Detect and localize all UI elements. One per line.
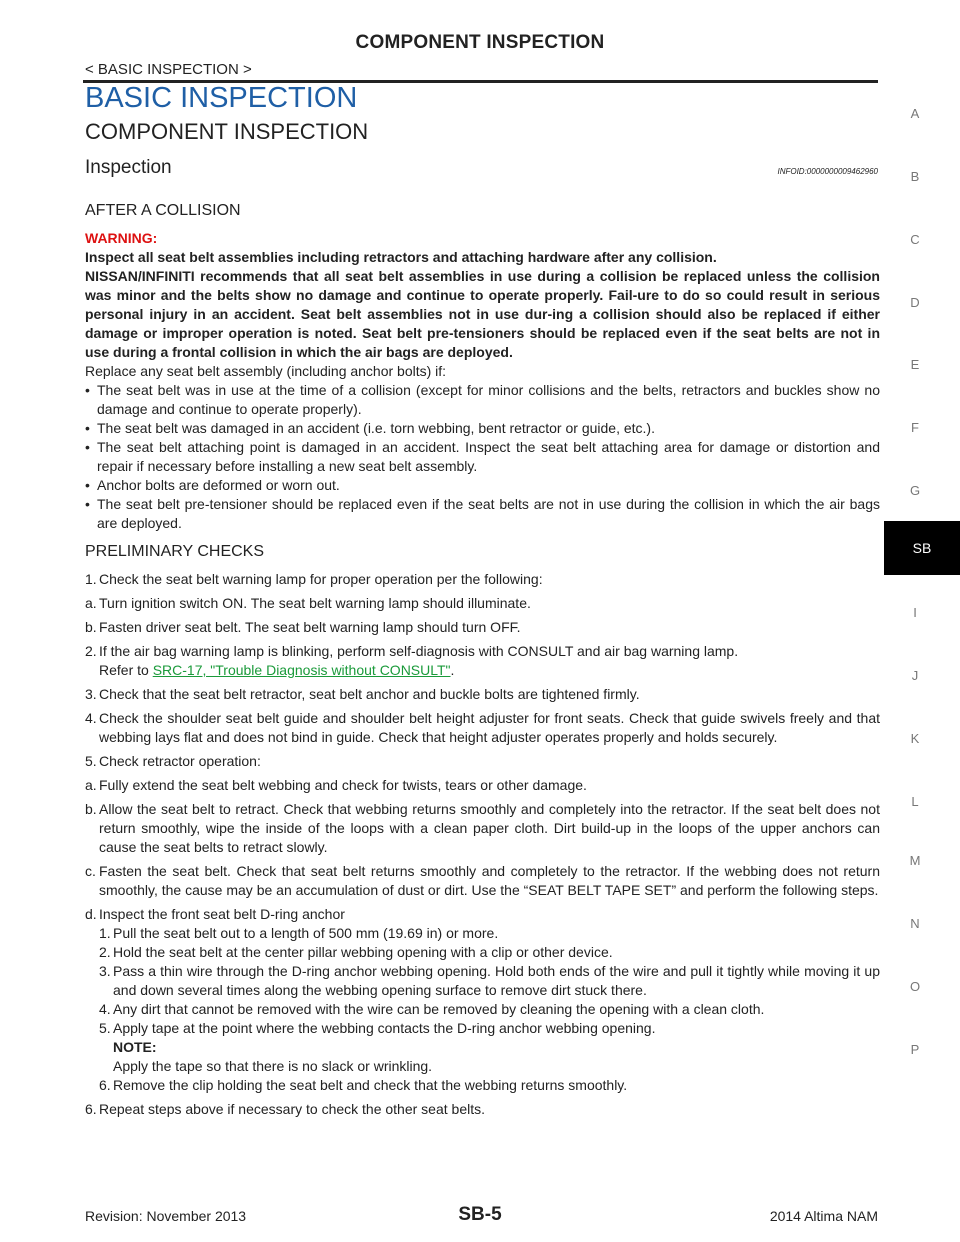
- index-letter-g[interactable]: G: [909, 483, 921, 498]
- step-6: 6.Repeat steps above if necessary to che…: [85, 1101, 485, 1117]
- substep-2: 2.Hold the seat belt at the center pilla…: [99, 944, 613, 960]
- index-tab-sb[interactable]: SB: [884, 521, 960, 575]
- step-5d: d.Inspect the front seat belt D-ring anc…: [85, 906, 345, 922]
- bullet-item: The seat belt was damaged in an accident…: [85, 419, 880, 438]
- preliminary-checks-body: 1.Check the seat belt warning lamp for p…: [85, 570, 880, 1119]
- note-label: NOTE:: [113, 1039, 157, 1055]
- d-ring-substeps: 1.Pull the seat belt out to a length of …: [85, 924, 880, 1095]
- warning-paragraph: NISSAN/INFINITI recommends that all seat…: [85, 268, 880, 360]
- preliminary-checks-heading: PRELIMINARY CHECKS: [85, 543, 265, 560]
- page-header-title: COMPONENT INSPECTION: [355, 32, 605, 53]
- index-letter-p[interactable]: P: [910, 1042, 920, 1057]
- replace-intro: Replace any seat belt assembly (includin…: [85, 363, 447, 379]
- substep-1: 1.Pull the seat belt out to a length of …: [99, 925, 499, 941]
- section-title: BASIC INSPECTION: [85, 82, 358, 114]
- warning-line: Inspect all seat belt assemblies includi…: [85, 249, 717, 265]
- step-4: 4.Check the shoulder seat belt guide and…: [85, 710, 880, 745]
- after-collision-body: WARNING: Inspect all seat belt assemblie…: [85, 229, 880, 533]
- substep-6: 6.Remove the clip holding the seat belt …: [99, 1077, 628, 1093]
- index-letter-m[interactable]: M: [909, 853, 921, 868]
- substep-4: 4.Any dirt that cannot be removed with t…: [99, 1001, 765, 1017]
- step-1a: a.Turn ignition switch ON. The seat belt…: [85, 595, 531, 611]
- topic-title: Inspection: [85, 157, 172, 178]
- index-letter-c[interactable]: C: [910, 232, 920, 247]
- substep-5: 5.Apply tape at the point where the webb…: [99, 1020, 656, 1074]
- index-letter-a[interactable]: A: [910, 106, 920, 121]
- index-letter-d[interactable]: D: [910, 295, 920, 310]
- index-letter-e[interactable]: E: [910, 357, 920, 372]
- page-number: SB-5: [458, 1204, 502, 1225]
- after-collision-heading: AFTER A COLLISION: [85, 202, 241, 219]
- src-17-link[interactable]: SRC-17, "Trouble Diagnosis without CONSU…: [152, 662, 451, 678]
- subsection-title: COMPONENT INSPECTION: [85, 119, 369, 144]
- substep-3: 3.Pass a thin wire through the D-ring an…: [99, 963, 880, 998]
- index-letter-i[interactable]: I: [913, 605, 917, 620]
- header-rule: [83, 80, 878, 83]
- index-letter-o[interactable]: O: [909, 979, 921, 994]
- index-letter-k[interactable]: K: [910, 731, 920, 746]
- step-3: 3.Check that the seat belt retractor, se…: [85, 686, 640, 702]
- warning-label: WARNING:: [85, 230, 158, 246]
- footer-model: 2014 Altima NAM: [769, 1208, 878, 1224]
- bullet-item: Anchor bolts are deformed or worn out.: [85, 476, 880, 495]
- bullet-item: The seat belt was in use at the time of …: [85, 381, 880, 419]
- step-5c: c.Fasten the seat belt. Check that seat …: [85, 863, 880, 898]
- step-5a: a.Fully extend the seat belt webbing and…: [85, 777, 587, 793]
- index-letter-n[interactable]: N: [910, 916, 920, 931]
- step-5: 5.Check retractor operation:: [85, 753, 261, 769]
- info-id: INFOID:0000000009462960: [777, 167, 878, 176]
- step-5b: b.Allow the seat belt to retract. Check …: [85, 801, 880, 855]
- index-letter-l[interactable]: L: [911, 794, 919, 809]
- index-letter-f[interactable]: F: [911, 420, 919, 435]
- bullet-item: The seat belt attaching point is damaged…: [85, 438, 880, 476]
- step-1b: b.Fasten driver seat belt. The seat belt…: [85, 619, 521, 635]
- step-2: 2.If the air bag warning lamp is blinkin…: [85, 643, 739, 678]
- bullet-item: The seat belt pre-tensioner should be re…: [85, 495, 880, 533]
- index-letter-j[interactable]: J: [911, 668, 919, 683]
- step-1: 1.Check the seat belt warning lamp for p…: [85, 571, 543, 587]
- note-text: Apply the tape so that there is no slack…: [113, 1058, 433, 1074]
- index-letter-b[interactable]: B: [910, 169, 920, 184]
- section-breadcrumb: < BASIC INSPECTION >: [85, 61, 252, 78]
- footer-revision: Revision: November 2013: [85, 1208, 247, 1224]
